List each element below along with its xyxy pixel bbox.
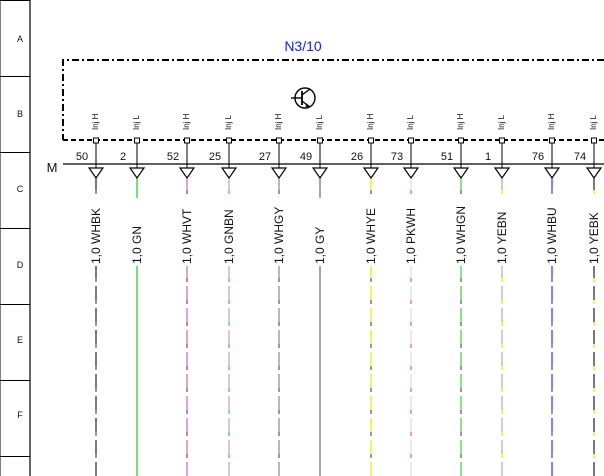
transistor-icon: [291, 87, 316, 109]
label-backing: [271, 198, 287, 266]
label-backing: [129, 198, 145, 266]
wire-label: 1,0 YEBK: [587, 212, 601, 264]
row-label-f: F: [17, 410, 23, 420]
pin-number: 52: [167, 151, 179, 163]
label-backing: [494, 198, 510, 266]
label-backing: [453, 198, 469, 266]
row-label-b: B: [17, 109, 23, 119]
pin-number: 27: [259, 151, 271, 163]
wire-label: 1,0 WHYE: [364, 208, 378, 264]
tap-label: Inj H: [547, 113, 556, 130]
wire-49: Inj L 49 1,0 GY: [300, 114, 329, 476]
pin-triangle-icon: [452, 167, 470, 180]
pin-triangle-icon: [87, 167, 105, 180]
tap-terminal: [499, 137, 505, 144]
pin-number: 50: [76, 151, 88, 163]
pin-number: 73: [391, 151, 403, 163]
label-backing: [179, 198, 195, 266]
row-label-d: D: [17, 260, 24, 270]
label-backing: [544, 198, 560, 266]
label-backing: [363, 198, 379, 266]
wire-label: 1,0 YEBN: [495, 212, 509, 264]
wire-1: Inj L 1 1,0 YEBN: [485, 114, 511, 476]
tap-label: Inj L: [224, 114, 233, 130]
wire-label: 1,0 GN: [130, 226, 144, 264]
pin-number: 26: [351, 151, 363, 163]
wire-label: 1,0 WHGY: [272, 207, 286, 264]
tap-terminal: [368, 137, 374, 144]
pin-number: 76: [532, 151, 544, 163]
pin-triangle-icon: [178, 167, 196, 180]
row-ruler: A B C D E F: [0, 0, 31, 476]
pin-number: 2: [120, 151, 126, 163]
wire-2: Inj L 2 1,0 GN: [120, 114, 146, 476]
wire-label: 1,0 GNBN: [222, 209, 236, 264]
tap-label: Inj L: [315, 114, 324, 130]
tap-terminal: [184, 137, 190, 144]
tap-label: Inj L: [589, 114, 598, 130]
tap-terminal: [408, 137, 414, 144]
label-backing: [221, 198, 237, 266]
pin-triangle-icon: [493, 167, 511, 180]
row-label-e: E: [17, 335, 23, 345]
label-backing: [88, 198, 104, 266]
wire-76: Inj H 76 1,0 WHBU: [532, 113, 561, 476]
wire-52: Inj H 52 1,0 WHVT: [167, 113, 196, 476]
tap-terminal: [317, 137, 323, 144]
tap-terminal: [93, 137, 99, 144]
tap-terminal: [134, 137, 140, 144]
tap-label: Inj H: [456, 113, 465, 130]
wires: Inj H 50 1,0 WHBK Inj L 2 1,0 GN Inj H 52 1,0 WH…: [76, 113, 603, 476]
tap-label: Inj L: [132, 114, 141, 130]
pin-triangle-icon: [362, 167, 380, 180]
pin-triangle-icon: [311, 167, 329, 180]
tap-terminal: [591, 137, 597, 144]
tap-label: Inj H: [274, 113, 283, 130]
tap-label: Inj L: [406, 114, 415, 130]
pin-triangle-icon: [270, 167, 288, 180]
tap-terminal: [276, 137, 282, 144]
wire-50: Inj H 50 1,0 WHBK: [76, 113, 105, 476]
wire-label: 1,0 WHBK: [89, 208, 103, 264]
pin-number: 25: [209, 151, 221, 163]
pin-number: 49: [300, 151, 312, 163]
pin-number: 74: [574, 151, 586, 163]
wire-label: 1,0 GY: [313, 227, 327, 264]
pin-triangle-icon: [128, 167, 146, 180]
wire-label: 1,0 WHVT: [180, 208, 194, 264]
wire-51: Inj H 51 1,0 WHGN: [441, 113, 470, 476]
component-boundary: [62, 59, 604, 140]
tap-terminal: [549, 137, 555, 144]
tap-label: Inj H: [182, 113, 191, 130]
pin-triangle-icon: [220, 167, 238, 180]
wire-label: 1,0 WHGN: [454, 206, 468, 264]
wire-25: Inj L 25 1,0 GNBN: [209, 114, 238, 476]
row-label-c: C: [17, 184, 24, 194]
label-backing: [312, 198, 328, 266]
row-label-a: A: [17, 34, 23, 44]
wire-27: Inj H 27 1,0 WHGY: [259, 113, 288, 476]
wire-26: Inj H 26 1,0 WHYE: [351, 113, 380, 476]
pin-triangle-icon: [585, 167, 603, 180]
ground-label: M: [47, 160, 58, 175]
pin-number: 1: [485, 151, 491, 163]
wire-74: Inj L 74 1,0 YEBK: [574, 114, 603, 476]
tap-label: Inj L: [497, 114, 506, 130]
tap-terminal: [226, 137, 232, 144]
wire-label: 1,0 WHBU: [545, 207, 559, 264]
pin-triangle-icon: [543, 167, 561, 180]
pin-number: 51: [441, 151, 453, 163]
wire-label: 1,0 PKWH: [404, 208, 418, 264]
wire-73: Inj L 73 1,0 PKWH: [391, 114, 420, 476]
tap-label: Inj H: [366, 113, 375, 130]
label-backing: [403, 198, 419, 266]
tap-label: Inj H: [91, 113, 100, 130]
tap-terminal: [458, 137, 464, 144]
label-backing: [586, 198, 602, 266]
pin-triangle-icon: [402, 167, 420, 180]
component-title: N3/10: [284, 38, 322, 54]
